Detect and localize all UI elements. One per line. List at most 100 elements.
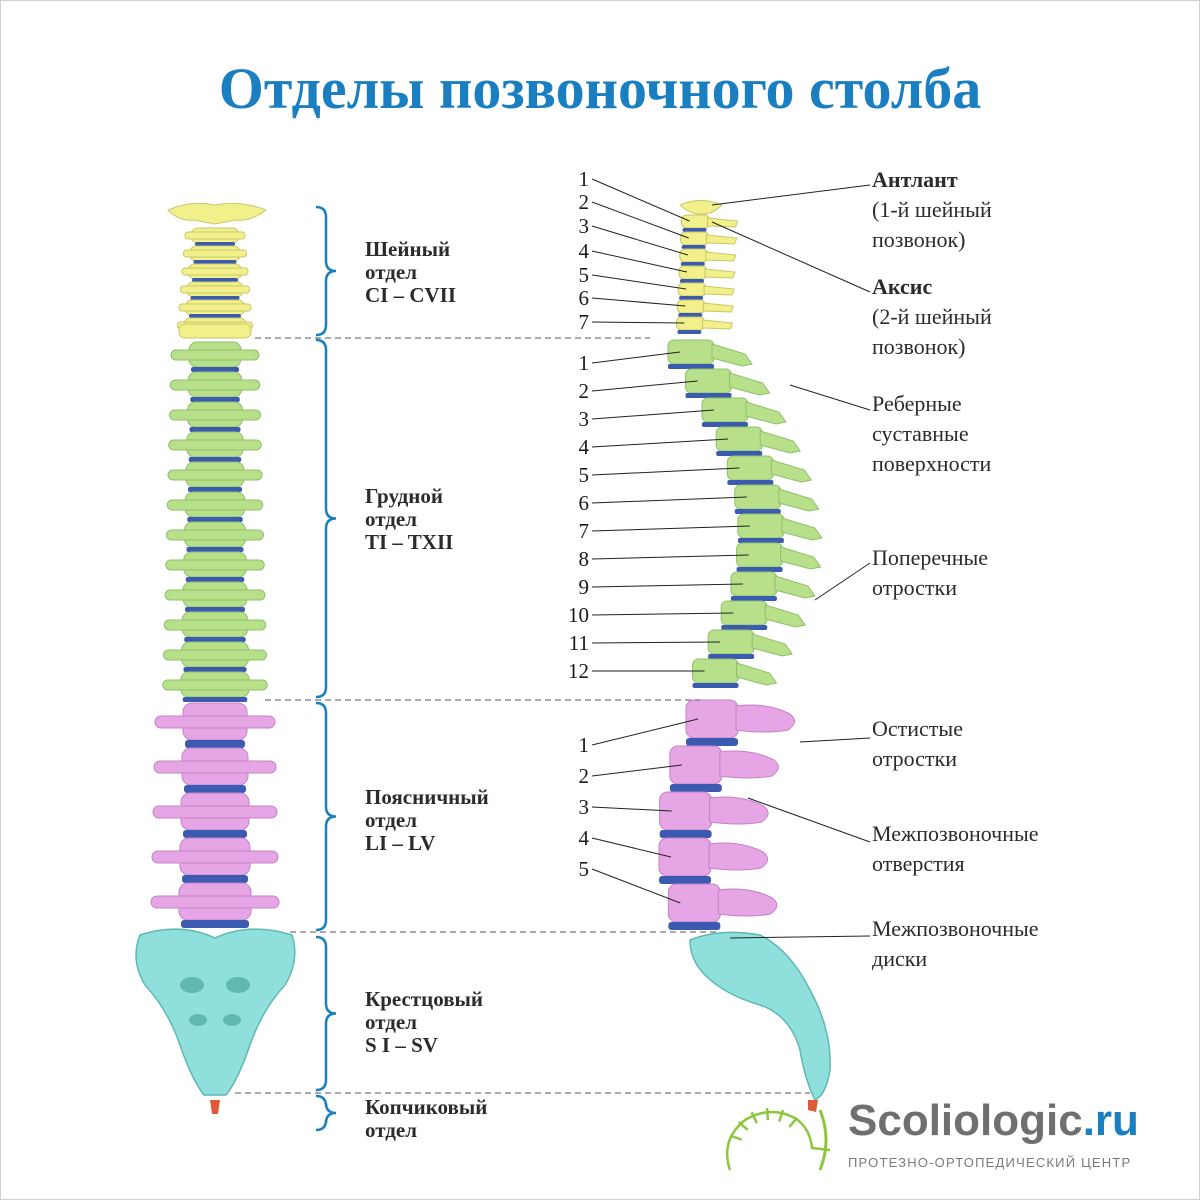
front-cervical-disc (192, 278, 238, 282)
leader-line (591, 380, 698, 392)
side-thoracic-process (759, 430, 802, 454)
side-cervical-disc (677, 330, 702, 334)
side-cervical-disc (680, 262, 705, 266)
side-sacrum (689, 931, 831, 1101)
front-thoracic-process (170, 349, 260, 361)
logo-wordmark: Scoliologic.ru (848, 1096, 1139, 1146)
discs-line-2: диски (872, 946, 928, 971)
front-thoracic-disc (186, 547, 244, 552)
side-cervical-vertebra (681, 214, 710, 229)
discs-line-1: Межпозвоночные (872, 916, 1039, 941)
side-cervical-vertebra (678, 265, 708, 280)
front-lumbar-process (154, 715, 276, 729)
front-cervical-process (183, 249, 247, 258)
front-cervical-disc (193, 260, 237, 264)
section-cervical-sub: отдел (365, 260, 417, 284)
side-cervical-vertebra (680, 231, 710, 246)
front-sacral-foramen (189, 1014, 207, 1026)
logo-hedgehog-spine (730, 1134, 743, 1141)
cervical-number: 3 (578, 214, 590, 238)
side-thoracic-process (780, 546, 822, 570)
logo-hedgehog-spine (788, 1117, 798, 1128)
leader-line (591, 351, 681, 364)
thoracic-number: 3 (578, 407, 590, 431)
side-cervical-disc (679, 279, 704, 283)
front-atlas (167, 202, 268, 225)
leader-line (591, 868, 681, 904)
logo-hedgehog-spine (737, 1120, 749, 1131)
lumbar-number: 5 (578, 857, 590, 881)
side-thoracic-process (781, 517, 823, 541)
side-lumbar-disc (686, 738, 738, 746)
side-lumbar-disc (669, 784, 722, 792)
side-thoracic-process (751, 633, 793, 657)
cervical-number: 7 (578, 310, 590, 334)
transverse-line-1: Поперечные (872, 545, 989, 570)
section-braces (315, 205, 337, 1132)
side-cervical-disc (678, 313, 703, 317)
front-lumbar-disc (183, 830, 247, 838)
leader-line (711, 221, 871, 293)
front-thoracic-disc (184, 637, 246, 642)
front-cervical-disc (189, 314, 241, 318)
annotation-spinous: Остистые отростки (872, 714, 963, 774)
lumbar-number: 3 (578, 795, 590, 819)
thoracic-number: 8 (578, 547, 590, 571)
side-lumbar-disc (659, 830, 712, 838)
cervical-number: 2 (578, 190, 590, 214)
atlas-name: Антлант (872, 167, 958, 192)
side-cervical-process (706, 234, 738, 245)
section-cervical-range: CI – CVII (365, 283, 457, 307)
section-coccygeal-sub: отдел (365, 1118, 417, 1142)
front-thoracic-process (163, 649, 267, 661)
logo-hedgehog-body (725, 1110, 831, 1171)
thoracic-number: 7 (578, 519, 590, 543)
front-lumbar-disc (184, 785, 246, 793)
leader-line (591, 583, 743, 588)
leader-line (591, 806, 672, 812)
side-cervical-vertebra (676, 299, 706, 314)
thoracic-number: 4 (578, 435, 590, 459)
front-lumbar-disc (181, 920, 249, 928)
leader-line (591, 201, 689, 239)
hedgehog-logo-icon (725, 1108, 831, 1171)
annotation-transverse: Поперечные отростки (872, 543, 988, 603)
brace-coccygeal (315, 1094, 337, 1132)
thoracic-number: 1 (578, 351, 590, 375)
section-dividers (235, 337, 810, 1094)
thoracic-number: 6 (578, 491, 590, 515)
front-thoracic-disc (189, 427, 241, 432)
front-sacrum (135, 928, 296, 1096)
cervical-number: 4 (578, 239, 590, 263)
side-lumbar-disc (659, 876, 712, 884)
section-thoracic-range: TI – TXII (365, 530, 454, 554)
side-thoracic-process (745, 401, 787, 425)
axis-desc-1: (2-й шейный (872, 304, 992, 329)
side-thoracic-disc (685, 393, 732, 398)
leader-line (799, 737, 871, 743)
front-cervical-process (181, 267, 249, 276)
front-thoracic-process (166, 499, 264, 511)
front-thoracic-disc (187, 517, 243, 522)
logo-tagline: ПРОТЕЗНО-ОРТОПЕДИЧЕСКИЙ ЦЕНТР (848, 1155, 1132, 1170)
front-sacral-foramen (223, 1014, 241, 1026)
leader-line (814, 562, 871, 601)
side-cervical-process (702, 302, 734, 313)
section-coccygeal-name: Копчиковый (365, 1095, 488, 1119)
front-thoracic-process (168, 439, 262, 451)
annotation-axis: Аксис (2-й шейный позвонок) (872, 272, 992, 362)
annotation-foramina: Межпозвоночные отверстия (872, 819, 1039, 879)
page-title: Отделы позвоночного столба (218, 56, 982, 121)
axis-desc-2: позвонок) (872, 334, 966, 359)
side-thoracic-process (736, 662, 778, 686)
side-thoracic-disc (736, 567, 783, 572)
side-cervical-disc (681, 245, 706, 249)
side-lumbar-disc (668, 922, 721, 930)
side-thoracic-disc (737, 538, 784, 543)
leader-line (591, 178, 690, 222)
front-lumbar-disc (182, 875, 248, 883)
logo-hedgehog-spine (765, 1108, 770, 1121)
rib-facets-line-3: поверхности (872, 451, 992, 476)
side-lumbar-vertebra (669, 745, 723, 785)
leader-line (591, 225, 688, 256)
